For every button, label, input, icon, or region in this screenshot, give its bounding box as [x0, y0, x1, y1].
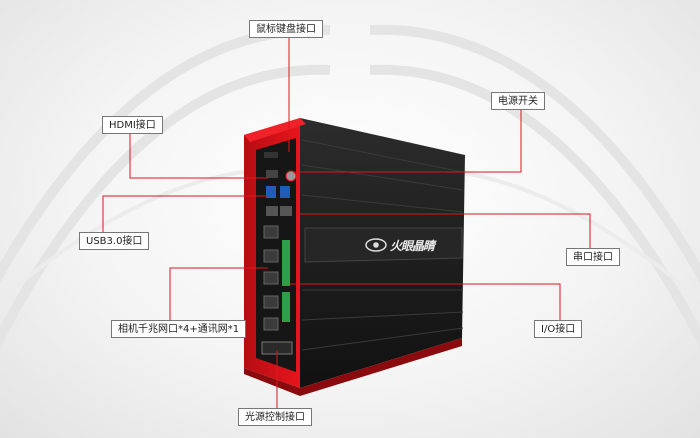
label-hdmi: HDMI接口	[102, 116, 163, 134]
logo-band	[304, 227, 463, 263]
label-power-switch: 电源开关	[491, 92, 545, 110]
label-light-control: 光源控制接口	[238, 408, 312, 426]
label-network: 相机千兆网口*4+通讯网*1	[111, 320, 247, 338]
brand-logo-text: 火眼晶睛	[390, 239, 435, 253]
label-mouse-keyboard: 鼠标键盘接口	[249, 20, 323, 38]
label-usb: USB3.0接口	[79, 232, 150, 250]
label-serial: 串口接口	[566, 248, 620, 266]
label-io: I/O接口	[534, 320, 583, 338]
